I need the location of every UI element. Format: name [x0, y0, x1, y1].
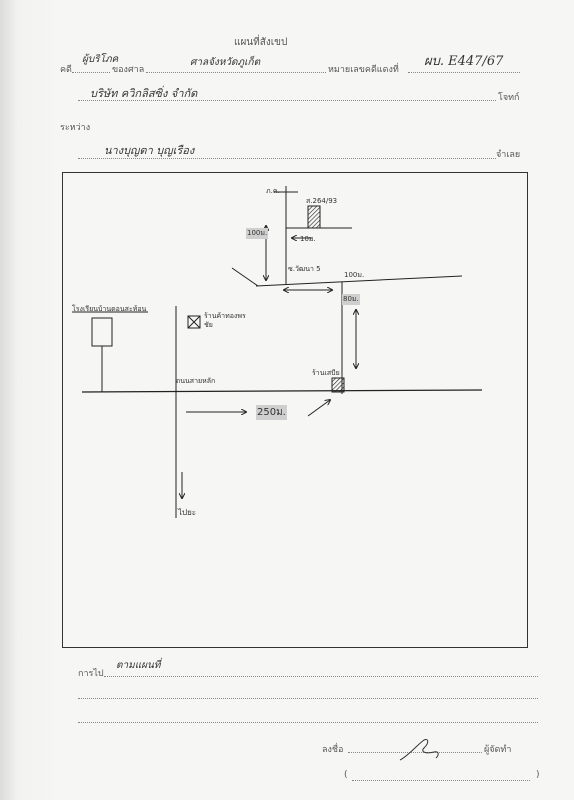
case-label: คดี: [60, 65, 72, 75]
directions-value: ตามแผนที่: [116, 660, 161, 671]
map-label-main-road: ถนนสายหลัก: [176, 377, 216, 385]
map-label-kk: ภ.ค.: [266, 187, 280, 195]
case-no-label: หมายเลขคดีแดงที่: [328, 65, 399, 75]
map-label-house-no: ส.264/93: [306, 197, 338, 205]
map-label-10m: 10ม.: [300, 235, 316, 243]
case-no-value: ผบ. E447/67: [424, 54, 504, 69]
arrow-to-gate: [307, 400, 330, 417]
sketch-map: [72, 186, 483, 518]
shop-box: [187, 315, 201, 329]
case-type-line: [72, 72, 110, 73]
directions-label: การไป: [78, 669, 104, 679]
map-label-100m-vertical: 100ม.: [246, 228, 269, 239]
directions-line-1: [104, 676, 538, 677]
map-label-100m-horizontal: 100ม.: [344, 271, 365, 279]
map-label-80m: 80ม.: [342, 294, 360, 305]
plaintiff-label: โจทก์: [498, 93, 520, 103]
map-label-shop: ร้านค้าทองพรชัย: [204, 312, 246, 329]
court-line: [146, 72, 326, 73]
name-line: [352, 780, 530, 781]
map-label-destination: ไปยะ: [178, 508, 197, 517]
signature-role: ผู้จัดทำ: [484, 745, 512, 755]
case-type-value: ผู้บริโภค: [82, 54, 119, 65]
signature-scribble: [399, 739, 439, 761]
soi-road: [255, 275, 463, 287]
defendant-label: จำเลย: [496, 150, 521, 160]
court-name-value: ศาลจังหวัดภูเก็ต: [190, 57, 261, 68]
case-no-line: [408, 72, 520, 73]
between-label: ระหว่าง: [60, 123, 91, 133]
map-label-250m: 250ม.: [256, 405, 287, 420]
document-title: แผนที่สังเขป: [234, 37, 288, 48]
directions-line-2: [78, 698, 538, 699]
court-label: ของศาล: [112, 65, 145, 75]
signature-line: [348, 752, 482, 753]
plaintiff-value: บริษัท ควิกลิสซิ่ง จำกัด: [90, 87, 198, 100]
map-label-school: โรงเรียนบ้านดอนสะท้อน: [72, 305, 147, 313]
paren-open: (: [344, 770, 348, 780]
shop-cross-b: [187, 315, 201, 329]
school-sign: [91, 317, 113, 347]
defendant-value: นางบุญตา บุญเรือง: [104, 144, 195, 157]
paren-close: ): [536, 770, 540, 780]
gate-hatched: [331, 377, 345, 393]
main-road: [81, 389, 483, 393]
plaintiff-line: [78, 100, 496, 101]
signature-label: ลงชื่อ: [322, 745, 344, 755]
map-label-soi: ซ.วัฒนา 5: [288, 265, 321, 273]
directions-line-3: [78, 722, 538, 723]
map-label-gate: ร้านเสบีย: [312, 369, 340, 377]
map-frame: [62, 172, 528, 648]
defendant-line: [78, 158, 496, 159]
soi-branch: [231, 267, 259, 287]
house-hatched: [307, 205, 321, 229]
